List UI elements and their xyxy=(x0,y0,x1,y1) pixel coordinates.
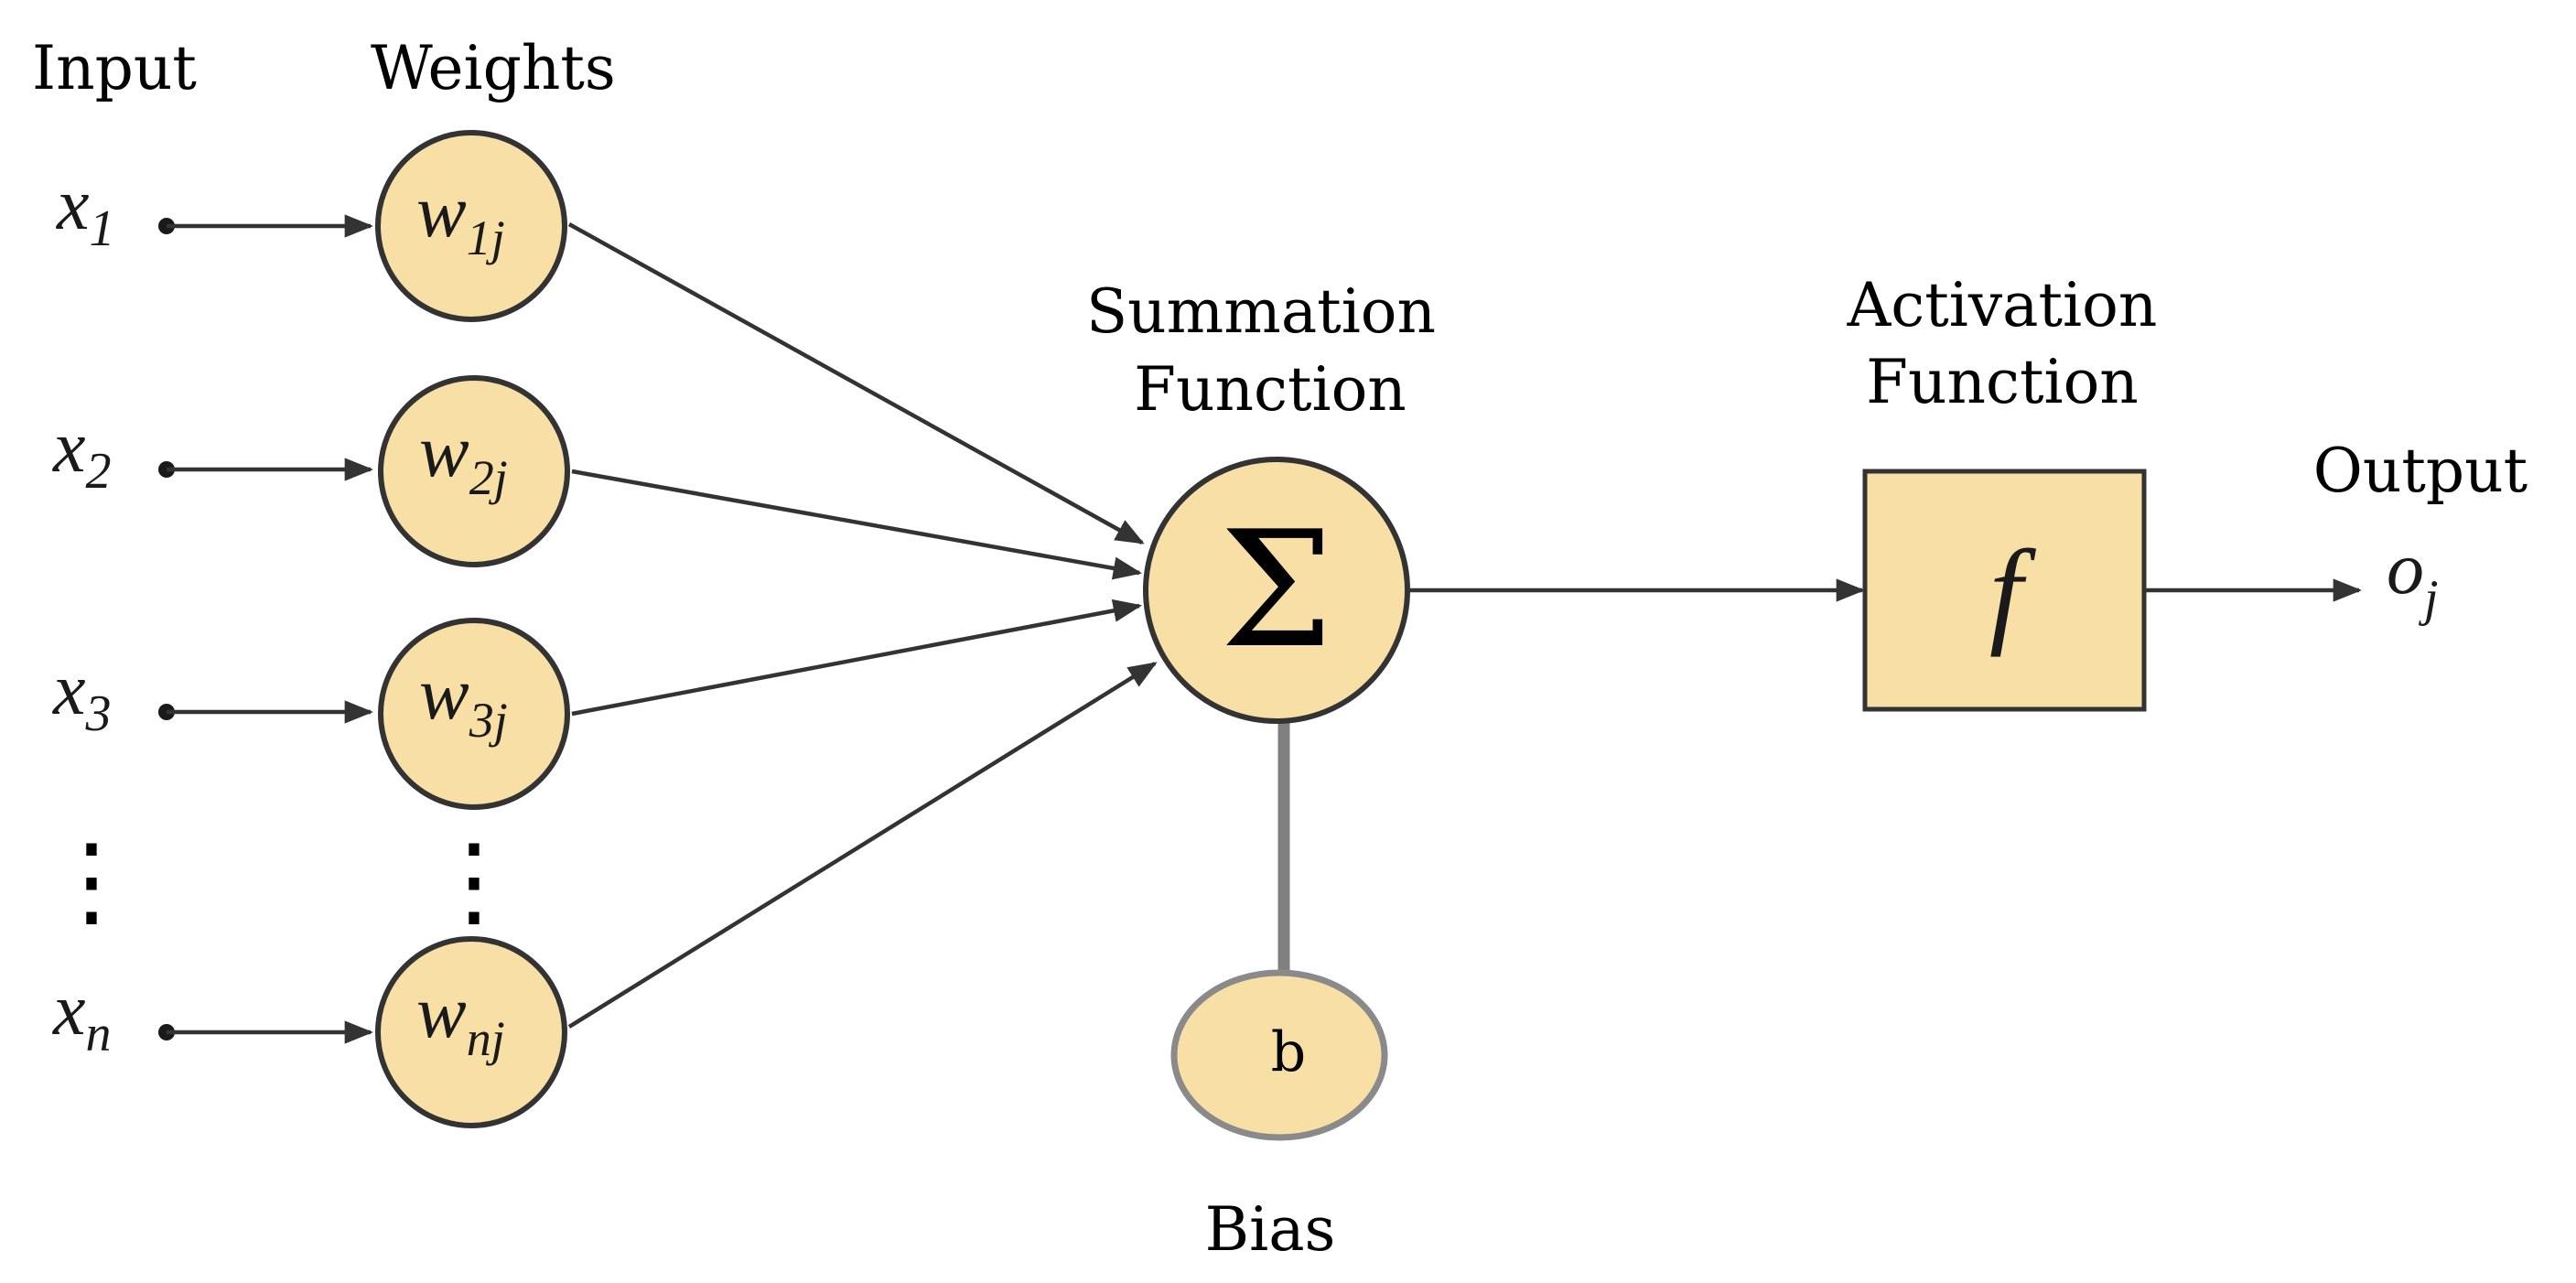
weight-node-3: w3j xyxy=(378,618,570,810)
weight-edge-1 xyxy=(567,222,1145,544)
input-label-1: x1 xyxy=(56,165,115,257)
weight-edge-2 xyxy=(571,469,1143,580)
bias-node: b xyxy=(1170,969,1388,1141)
input-label-3: x3 xyxy=(52,650,112,742)
weights-header: Weights xyxy=(371,33,616,103)
weight-label-2: w2j xyxy=(419,409,508,505)
output-header: Output xyxy=(2313,436,2527,506)
weight-edge-3 xyxy=(571,598,1143,717)
input-header: Input xyxy=(32,33,197,103)
summation-node: Σ xyxy=(1143,457,1410,724)
activation-header-line1: Activation xyxy=(1847,270,2158,340)
weight-label-n: wnj xyxy=(416,970,505,1066)
weights-ellipsis: ⋮ xyxy=(424,822,524,939)
weight-label-1: w1j xyxy=(416,169,505,265)
summation-header-line1: Summation xyxy=(1086,276,1436,347)
bias-header: Bias xyxy=(1205,1194,1336,1265)
input-ellipsis: ⋮ xyxy=(41,822,142,939)
weight-edge-n xyxy=(567,662,1158,1029)
weight-node-1: w1j xyxy=(375,130,567,322)
bias-symbol: b xyxy=(1271,1020,1306,1084)
activation-header-line2: Function xyxy=(1866,347,2139,417)
input-label-n: xn xyxy=(52,970,112,1062)
weight-node-2: w2j xyxy=(378,375,570,567)
sigma-symbol: Σ xyxy=(1220,498,1333,684)
input-row-3: x3 xyxy=(52,650,374,742)
weight-label-3: w3j xyxy=(419,652,508,748)
input-label-2: x2 xyxy=(52,407,112,500)
input-row-n: xn xyxy=(52,970,374,1062)
input-row-1: x1 xyxy=(56,165,374,257)
output-label: oj xyxy=(2387,526,2439,627)
activation-box: f xyxy=(1862,469,2147,712)
summation-header-line2: Function xyxy=(1134,354,1407,425)
weight-node-n: wnj xyxy=(375,936,567,1128)
input-row-2: x2 xyxy=(52,407,374,500)
